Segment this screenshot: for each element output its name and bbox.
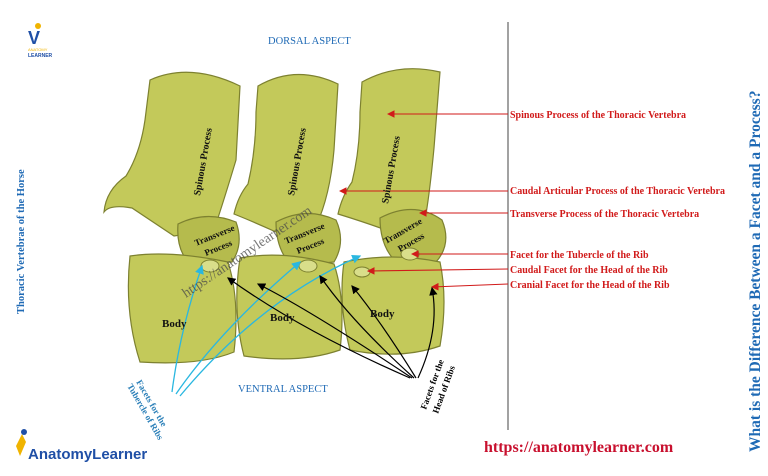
right-vertical-title: What is the Difference Between a Facet a…: [747, 91, 764, 452]
vertebra-1: [103, 71, 241, 364]
small-logo-figure-icon: [35, 23, 41, 29]
brand-logo-text: AnatomyLearner: [28, 446, 147, 463]
small-logo-line1: ANATOMY: [28, 47, 48, 52]
small-logo-mark: V: [28, 28, 40, 48]
callout-labels: Spinous Process of the Thoracic Vertebra…: [510, 110, 725, 291]
tubercle-arrows: [171, 254, 362, 397]
transverse-process-1: [177, 215, 240, 265]
ventral-aspect-label: VENTRAL ASPECT: [238, 384, 328, 395]
callout-caudal-articular: Caudal Articular Process of the Thoracic…: [510, 186, 725, 197]
cyan-arrow-1: [171, 264, 204, 393]
spinous-process-1: [103, 71, 241, 237]
small-logo: V ANATOMY LEARNER: [28, 23, 53, 59]
brand-figure-head-icon: [21, 429, 27, 435]
black-arrow-4: [351, 285, 417, 379]
callout-spinous: Spinous Process of the Thoracic Vertebra: [510, 110, 686, 121]
facet-tubercle-2: [298, 259, 318, 273]
brand-figure-icon: [16, 434, 26, 456]
brand-logo: AnatomyLearner: [16, 429, 147, 463]
website-url: https://anatomylearner.com: [484, 439, 674, 456]
cyan-arrow-3: [179, 254, 362, 397]
callout-arrow-5: [366, 267, 509, 275]
callout-cranial-head-facet: Cranial Facet for the Head of the Rib: [510, 280, 670, 291]
head-facet-label: Facets for the Head of Ribs: [418, 358, 457, 415]
tubercle-facet-label: Facets for the Tubercle of Ribs: [125, 378, 169, 442]
caudal-facet-head-3: [353, 266, 371, 278]
small-logo-line2: LEARNER: [28, 53, 53, 59]
black-arrow-3: [319, 275, 415, 379]
spinous-process-2: [233, 73, 339, 233]
callout-arrows: [338, 110, 509, 291]
callout-transverse: Transverse Process of the Thoracic Verte…: [510, 209, 699, 220]
transverse-process-3: [379, 208, 447, 263]
left-vertical-title: Thoracic Vertebrae of the Horse: [16, 169, 27, 314]
spinous-process-3: [337, 68, 441, 231]
callout-caudal-head-facet: Caudal Facet for the Head of the Rib: [510, 265, 668, 276]
transverse-process-2: [275, 212, 342, 267]
black-arrow-2: [256, 283, 413, 379]
vertebra-3: [337, 68, 447, 355]
callout-arrow-6: [430, 282, 509, 291]
head-arrows: [227, 275, 438, 379]
vertebral-body-1: [127, 253, 237, 364]
black-arrow-5: [417, 286, 438, 379]
body-label-2: Body: [270, 312, 295, 324]
dorsal-aspect-label: DORSAL ASPECT: [268, 36, 351, 47]
cyan-arrow-2: [175, 261, 301, 395]
body-label-1: Body: [162, 318, 187, 330]
black-arrow-1: [227, 277, 411, 379]
body-labels: Body Body Body: [162, 308, 395, 330]
body-label-3: Body: [370, 308, 395, 320]
callout-tubercle-facet: Facet for the Tubercle of the Rib: [510, 250, 649, 261]
